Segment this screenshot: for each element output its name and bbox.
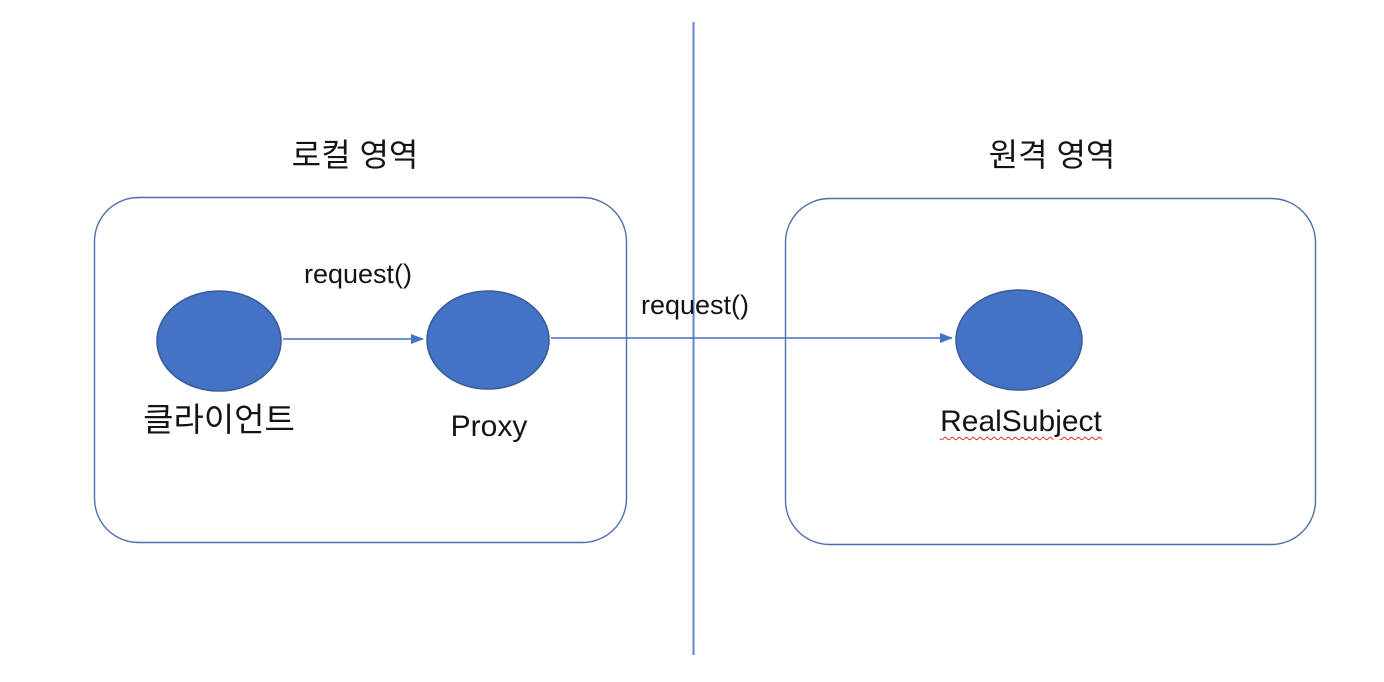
remote-region-title: 원격 영역 (988, 137, 1116, 173)
realsubject-node-ellipse (955, 289, 1083, 391)
proxy-node-ellipse (426, 290, 550, 390)
client-node-label: 클라이언트 (143, 401, 295, 438)
proxy-to-realsubject-arrow-label: request() (640, 290, 750, 320)
local-region-box (93, 196, 628, 544)
realsubject-node-label: RealSubject (940, 405, 1102, 438)
client-to-proxy-arrow-label: request() (303, 259, 413, 289)
remote-region-box (784, 197, 1317, 546)
proxy-node-label: Proxy (450, 410, 528, 443)
client-node-ellipse (156, 290, 282, 392)
local-region-title: 로컬 영역 (291, 137, 419, 173)
